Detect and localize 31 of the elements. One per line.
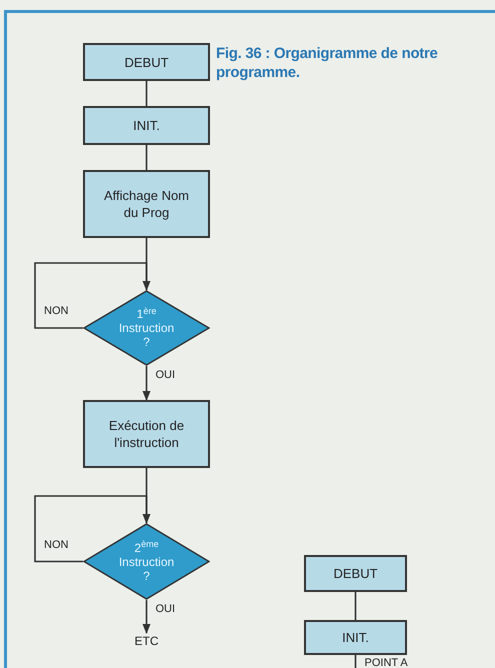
- process-box: [304, 620, 407, 655]
- end-text: ETC: [128, 633, 165, 649]
- box-text: DEBUT: [332, 565, 379, 582]
- connector-line: [146, 145, 148, 170]
- process-box: [83, 106, 210, 145]
- arrow: [142, 600, 150, 634]
- process-box: [83, 400, 210, 468]
- decision-text: 2$^{ème}$ Instruction ?: [118, 540, 176, 582]
- decision-diamond: [83, 523, 210, 600]
- connector-line: [146, 81, 148, 106]
- arrow: [142, 366, 150, 401]
- decision-diamond: [83, 290, 210, 366]
- edge-label: POINT A: [364, 657, 409, 668]
- edge-label: NON: [43, 538, 70, 550]
- edge-label: OUI: [154, 369, 176, 381]
- edge-label: OUI: [154, 603, 176, 615]
- box-text: DEBUT: [123, 54, 170, 70]
- connector-line: [354, 655, 356, 668]
- process-box: [83, 43, 210, 81]
- loop-arrow: [34, 262, 150, 329]
- box-text: Affichage Nom du Prog: [102, 187, 190, 221]
- box-text: Exécution de l'instruction: [108, 417, 186, 451]
- process-box: [304, 555, 407, 592]
- decision-text: 1$^{ère}$ Instruction ?: [118, 307, 176, 349]
- box-text: INIT.: [132, 117, 161, 134]
- figure-title: Fig. 36 : Organigramme de notre programme.: [216, 44, 439, 82]
- box-text: INIT.: [341, 629, 370, 646]
- edge-label: NON: [43, 305, 70, 317]
- connector-line: [354, 592, 356, 620]
- process-box: [83, 170, 210, 238]
- loop-arrow: [34, 495, 150, 562]
